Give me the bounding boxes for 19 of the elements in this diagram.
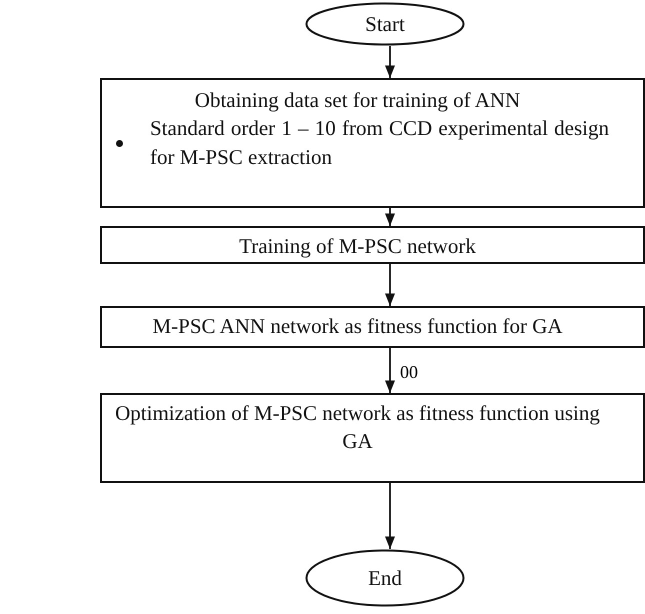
step-text: Start — [365, 10, 405, 38]
terminal-ellipse — [305, 2, 465, 46]
arrow — [384, 483, 396, 549]
process-box — [100, 78, 645, 208]
process-box — [100, 393, 645, 483]
arrow — [384, 46, 396, 78]
step-text: Optimization of M-PSC network as fitness function using GA — [114, 400, 601, 456]
process-box — [100, 226, 645, 264]
stray-mark-text: 00 — [400, 362, 418, 383]
step-text: Training of M-PSC network — [238, 233, 477, 260]
step-text: End — [368, 564, 402, 592]
arrow — [384, 208, 396, 226]
step-text: Obtaining data set for training of ANN — [194, 87, 522, 114]
process-box — [100, 306, 645, 348]
arrow — [384, 348, 396, 393]
arrow — [384, 264, 396, 306]
step-text: M-PSC ANN network as fitness function for GA — [151, 313, 564, 340]
bullet-text: Standard order 1 – 10 from CCD experimental design for M-PSC extraction — [150, 115, 609, 171]
terminal-ellipse — [305, 549, 465, 607]
